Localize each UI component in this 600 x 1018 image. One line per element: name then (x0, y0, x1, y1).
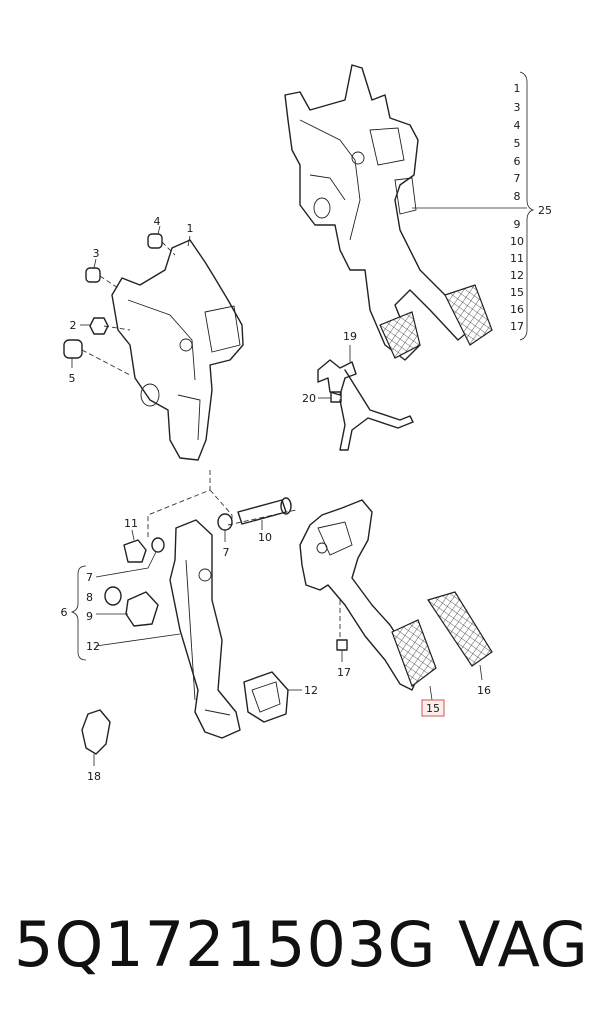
callout-2: 2 (70, 319, 77, 332)
assembly-list-item: 8 (514, 190, 521, 203)
callout-1: 1 (187, 222, 194, 235)
brake-pedal-lever (169, 519, 241, 739)
callout-25: 25 (538, 204, 552, 217)
assembly-number-list: 1 3 4 5 6 7 8 9 10 11 12 15 16 17 (510, 82, 524, 333)
callout-4: 4 (154, 215, 161, 228)
callout-16: 16 (477, 684, 491, 697)
assembly-list-item: 7 (514, 172, 521, 185)
callout-8: 8 (86, 591, 93, 604)
cap-8 (104, 586, 122, 606)
assembly-list-item: 3 (514, 101, 521, 114)
nut-2 (80, 317, 109, 335)
assembly-list-item: 9 (514, 218, 521, 231)
pivot-bolt-10 (237, 497, 292, 530)
callout-5: 5 (69, 372, 76, 385)
assembly-list-item: 15 (510, 286, 524, 299)
callout-9: 9 (86, 610, 93, 623)
bolt-17 (336, 600, 348, 662)
assembly-list-item: 1 (514, 82, 521, 95)
spacer-7-left (151, 537, 165, 553)
caption: 5Q1721503G VAG (0, 890, 600, 1000)
bushing-3 (85, 258, 101, 283)
bolt-20 (318, 391, 342, 403)
callout-7: 7 (223, 546, 230, 559)
assembly-list-item: 16 (510, 303, 524, 316)
pedal-pad-12 (243, 671, 302, 723)
callout-3: 3 (93, 247, 100, 260)
assembly-list-item: 12 (510, 269, 524, 282)
assembly-list-item: 11 (510, 252, 524, 265)
callout-10: 10 (258, 531, 272, 544)
assembly-list-item: 5 (514, 137, 521, 150)
callout-19: 19 (343, 330, 357, 343)
assembly-list-item: 17 (510, 320, 524, 333)
callout-12: 12 (86, 640, 100, 653)
callout-11: 11 (124, 517, 138, 530)
complete-pedal-assembly (284, 64, 493, 361)
sensor-block-9 (96, 591, 159, 627)
clip-11 (123, 529, 147, 563)
pedal-bracket-1 (111, 239, 244, 461)
callout-18: 18 (87, 770, 101, 783)
callout-20: 20 (302, 392, 316, 405)
bracket-19 (317, 345, 414, 451)
stop-18 (81, 709, 111, 766)
spacer-7-right (217, 513, 233, 542)
callout-15: 15 (426, 702, 440, 715)
accelerator-pad-16 (427, 591, 493, 681)
bushing-5 (63, 339, 83, 368)
accelerator-pedal-assembly (299, 499, 437, 691)
callout-17: 17 (337, 666, 351, 679)
group-6-bracket (70, 565, 87, 661)
brand-name: VAG (458, 908, 589, 981)
assembly-list-item: 6 (514, 155, 521, 168)
assembly-list-item: 4 (514, 119, 521, 132)
pedal-assembly-diagram: 1 3 4 5 6 7 8 9 10 11 12 15 16 17 25 19 … (61, 64, 552, 783)
callout-12: 12 (304, 684, 318, 697)
part-number: 5Q1721503G (14, 908, 437, 981)
assembly-list-item: 10 (510, 235, 524, 248)
assembly-bracket (412, 71, 535, 341)
bushing-4 (147, 225, 163, 249)
callout-6: 6 (61, 606, 68, 619)
callout-7: 7 (86, 571, 93, 584)
highlighted-callout-15: 15 (421, 685, 445, 717)
